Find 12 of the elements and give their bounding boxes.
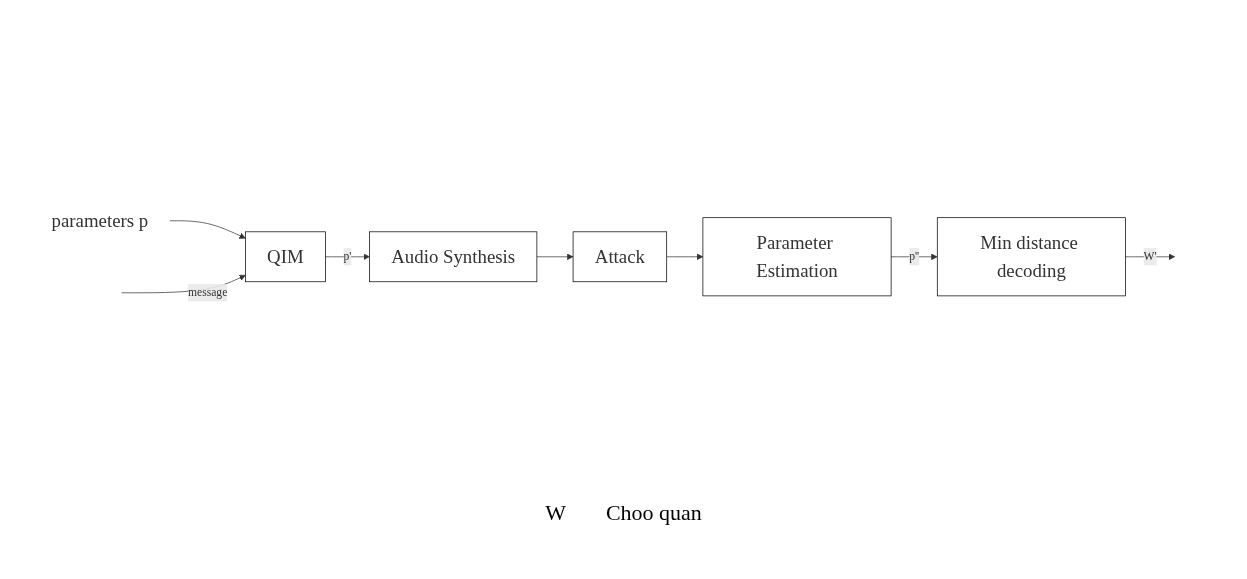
node-box: Parameter Estimation: [702, 217, 891, 297]
node-box: QIM: [244, 231, 326, 283]
note-text: W: [545, 500, 566, 526]
edge-label: W': [1143, 250, 1157, 263]
node-box: Min distance decoding: [936, 217, 1126, 297]
note-text: Choo quan: [605, 500, 702, 526]
edge-label: p'': [908, 250, 919, 263]
node-box: Audio Synthesis: [368, 231, 537, 283]
edge-label: p': [343, 250, 351, 263]
node-box: Attack: [572, 231, 667, 283]
node-text: parameters p: [51, 210, 148, 232]
edge-label: message: [187, 286, 227, 299]
